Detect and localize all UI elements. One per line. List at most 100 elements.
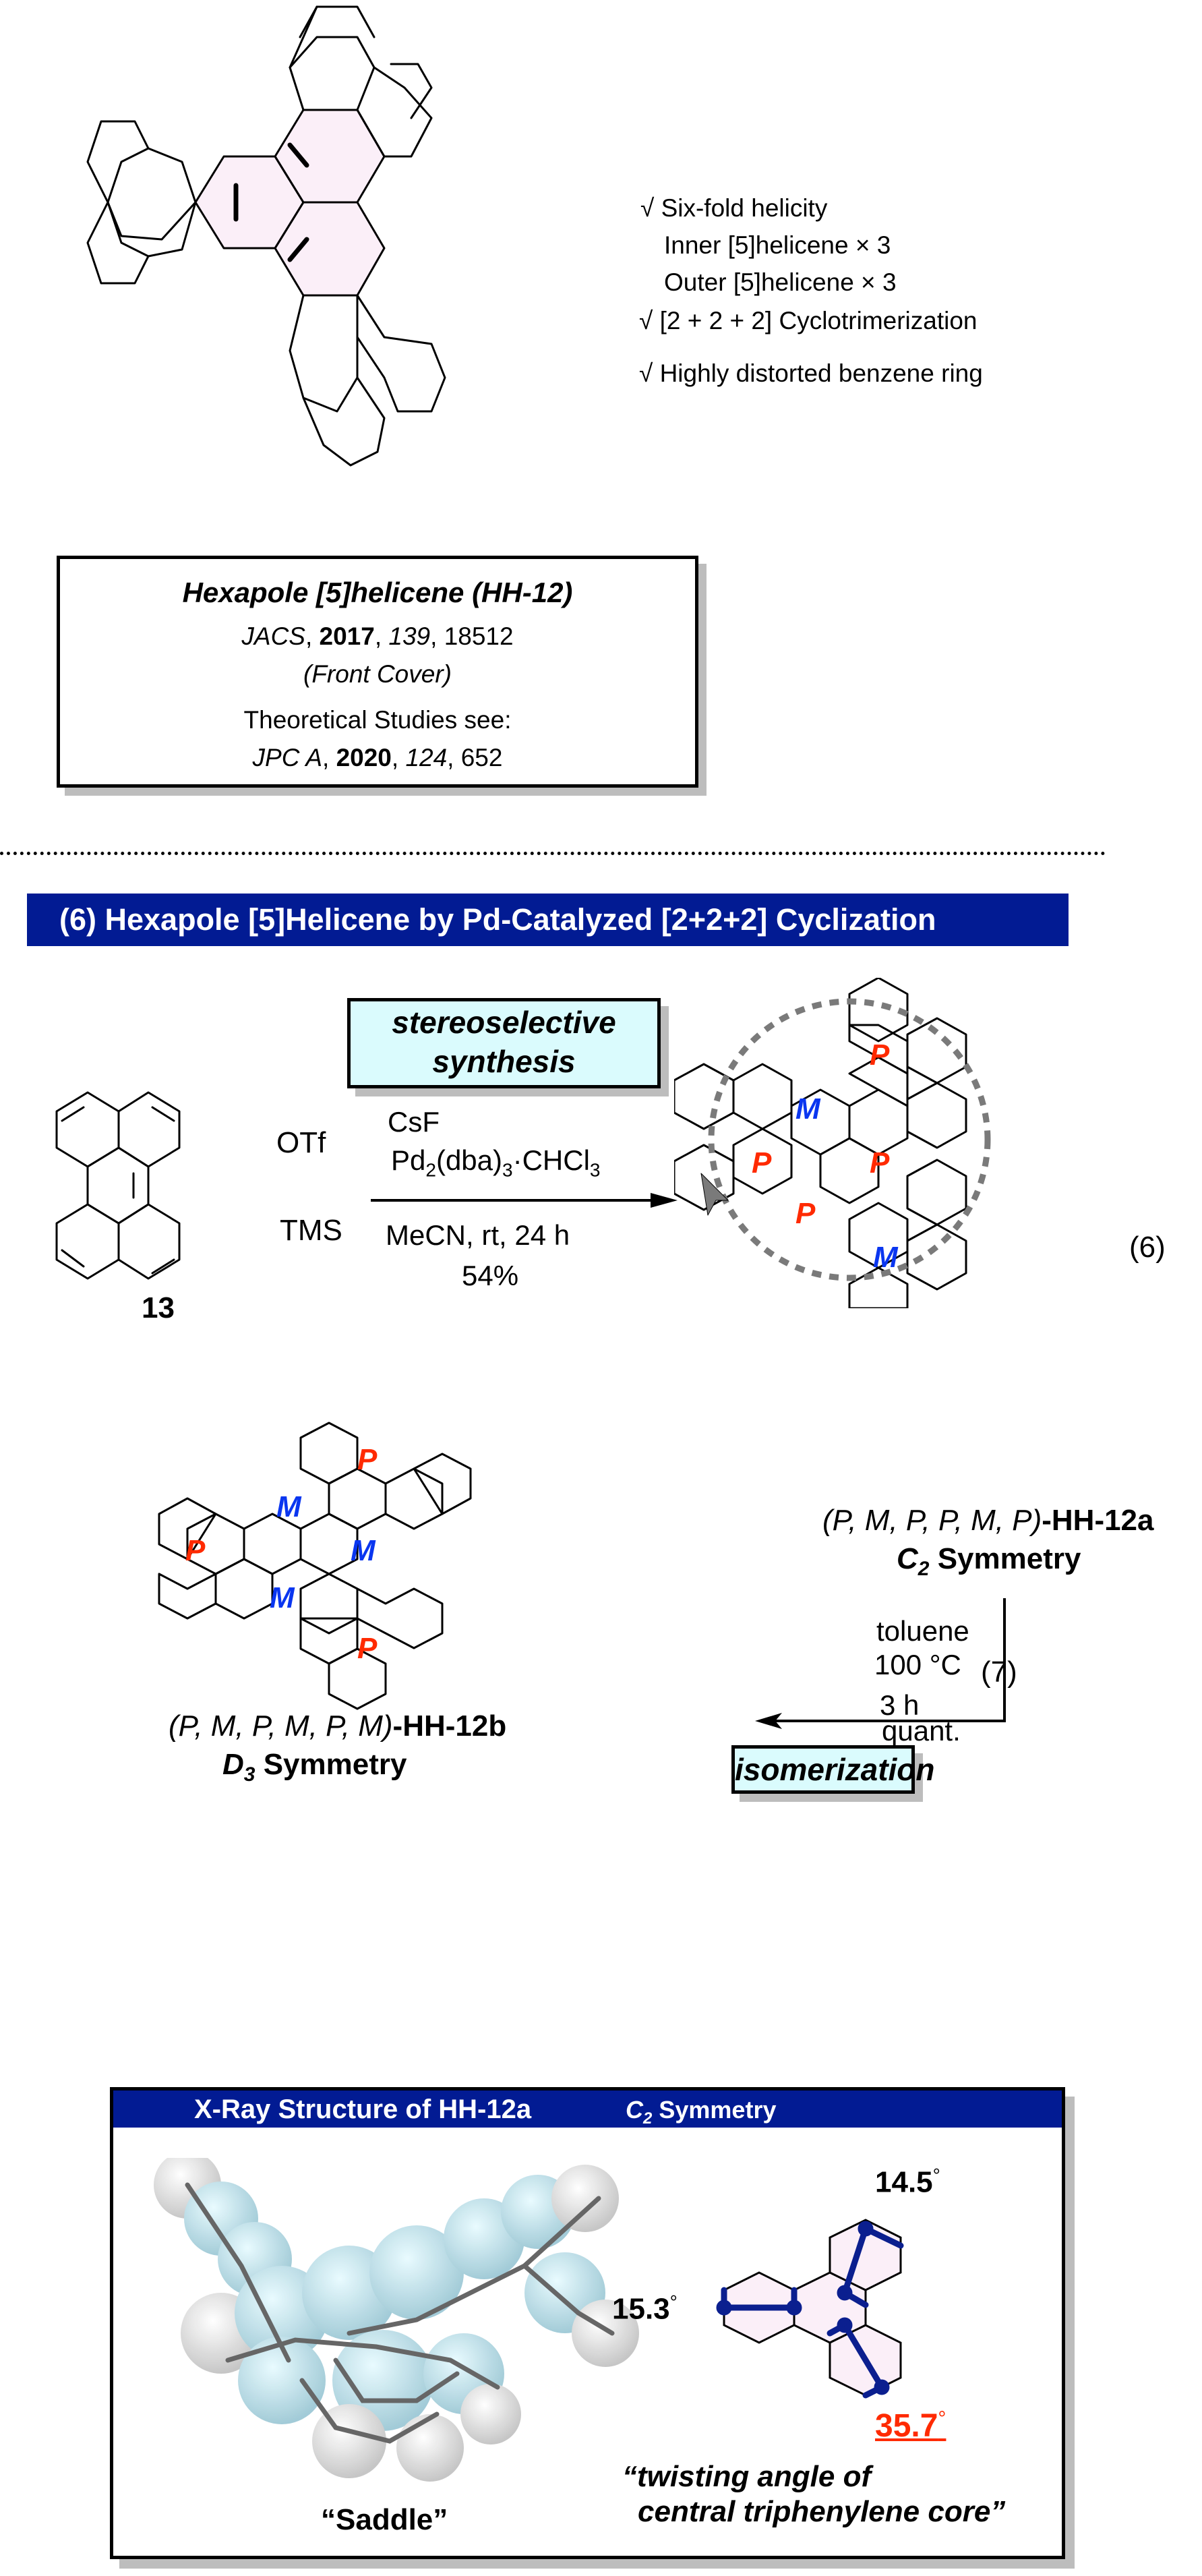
xray-header: X-Ray Structure of HH-12a C2 Symmetry [113, 2090, 1062, 2128]
degree-symbol: ° [938, 2407, 946, 2430]
angle-value: 15.3 [612, 2292, 670, 2326]
angle-value: 35.7 [875, 2408, 938, 2444]
feature-cyclotrimerization: √ [2 + 2 + 2] Cyclotrimerization [639, 307, 978, 334]
sym-sub: 3 [243, 1763, 256, 1786]
equation-number-7: (7) [981, 1656, 1017, 1689]
isomerization-label: isomerization [735, 1752, 935, 1787]
reagent-dba: (dba) [435, 1144, 503, 1176]
sym-letter: C [626, 2096, 643, 2124]
jpca-citation: JPC A, 2020, 124, 652 [252, 744, 503, 771]
hh12b-label: -HH-12b [392, 1709, 507, 1743]
saddle-label: “Saddle” [321, 2503, 448, 2536]
hh12b-helicity-label: M [351, 1534, 375, 1567]
isomerization-tag: isomerization [731, 1745, 935, 1794]
feature-inner-helicene: Inner [5]helicene × 3 [664, 231, 891, 259]
section-divider [0, 852, 1106, 855]
degree-symbol: ° [669, 2291, 678, 2312]
feature-distorted-benzene: √ Highly distorted benzene ring [639, 359, 983, 387]
isomerization-solvent: toluene [876, 1615, 969, 1647]
jacs-year: 2017 [319, 622, 375, 650]
hh12a-helicity-label: M [873, 1241, 898, 1274]
jpca-journal: JPC A [252, 744, 322, 771]
hh12a-symmetry: C2 Symmetry [897, 1542, 1081, 1581]
hh12a-label: -HH-12a [1042, 1504, 1154, 1537]
hh12a-helicity-label: P [870, 1146, 890, 1179]
sub: 2 [425, 1159, 436, 1181]
atom-spheres [154, 2158, 639, 2482]
tms-substituent: TMS [280, 1214, 342, 1247]
hh12b-symmetry: D3 Symmetry [222, 1748, 407, 1786]
isomerization-temperature: 100 °C [874, 1649, 961, 1680]
jpca-year: 2020 [336, 744, 392, 771]
jacs-citation: JACS, 2017, 139, 18512 [241, 622, 514, 650]
twist-caption-line-1: “twisting angle of [622, 2460, 872, 2493]
tag-line-2: synthesis [432, 1044, 576, 1079]
stereoselective-synthesis-tag: stereoselective synthesis [347, 998, 661, 1088]
hh12b-helicity-label: P [357, 1632, 378, 1665]
xray-panel: X-Ray Structure of HH-12a C2 Symmetry [110, 2087, 1065, 2559]
hh12a-name: (P, M, P, P, M, P)-HH-12a [822, 1504, 1154, 1538]
sym-sub: 2 [918, 1557, 930, 1580]
xray-title: X-Ray Structure of HH-12a [194, 2095, 532, 2124]
angle-value: 14.5 [875, 2165, 933, 2199]
hh12b-helicity-label: M [276, 1490, 301, 1523]
xray-symmetry: C2 Symmetry [626, 2096, 776, 2128]
equation-number-6: (6) [1129, 1231, 1166, 1264]
hh12a-helicity-label: M [795, 1092, 820, 1125]
jacs-journal: JACS [241, 622, 305, 650]
hh12b-helicity-label: P [357, 1443, 378, 1476]
sub: 3 [502, 1159, 513, 1181]
twist-angle-left: 15.3° [612, 2291, 678, 2326]
feature-outer-helicene: Outer [5]helicene × 3 [664, 268, 897, 296]
reagent-csf: CsF [388, 1106, 440, 1138]
reaction-yield: 54% [462, 1260, 519, 1291]
compound-13-drawing [55, 1091, 181, 1280]
hh12b-helicity-label: M [270, 1581, 295, 1614]
twist-angle-diagram [716, 2219, 904, 2399]
hh12-structure-drawing [86, 5, 446, 467]
reagent-pd-catalyst: Pd2(dba)3·CHCl3 [391, 1144, 600, 1181]
theoretical-studies-label: Theoretical Studies see: [243, 706, 512, 734]
jpca-page: 652 [460, 744, 503, 771]
sym-word: Symmetry [929, 1542, 1081, 1575]
reagent-pd: Pd [391, 1144, 426, 1176]
degree-symbol: ° [932, 2165, 940, 2186]
reaction-arrow-6 [371, 1193, 678, 1208]
hh12-red-bonds [233, 142, 309, 262]
jpca-volume: 124 [405, 744, 448, 771]
twist-angle-top: 14.5° [875, 2165, 940, 2200]
jacs-page: 18512 [444, 622, 514, 650]
sym-word: Symmetry [255, 1748, 407, 1781]
reference-title: Hexapole [5]helicene (HH-12) [182, 577, 573, 608]
reaction-conditions: MeCN, rt, 24 h [386, 1219, 570, 1251]
jacs-volume: 139 [388, 622, 431, 650]
hh12a-helicity-label: P [795, 1197, 816, 1230]
section-title: (6) Hexapole [5]Helicene by Pd-Catalyzed… [59, 902, 936, 937]
hh12a-structure-drawing [674, 978, 991, 1308]
otf-substituent: OTf [276, 1126, 326, 1159]
sym-letter: C [897, 1542, 918, 1575]
stick-frame [185, 2182, 615, 2444]
hh12b-structure-drawing [158, 1422, 472, 1710]
hh12a-helicity-label: P [870, 1038, 890, 1072]
sym-word: Symmetry [659, 2096, 777, 2124]
sub: 3 [589, 1159, 601, 1181]
hh12b-helicity-label: P [185, 1534, 206, 1567]
hh12a-helicity-label: P [752, 1146, 772, 1179]
section-banner: (6) Hexapole [5]Helicene by Pd-Catalyzed… [27, 894, 1069, 946]
sym-letter: D [222, 1748, 244, 1781]
reaction-arrow-7 [755, 1598, 1006, 1729]
compound-13-label: 13 [142, 1291, 175, 1324]
reagent-chcl: ·CHCl [512, 1144, 590, 1176]
hh12b-descriptor: (P, M, P, M, P, M) [169, 1709, 393, 1743]
isomerization-time: 3 h [880, 1689, 920, 1721]
isomerization-yield: quant. [882, 1715, 961, 1747]
twist-angle-bottom: 35.7° [875, 2407, 946, 2445]
hh12a-descriptor: (P, M, P, P, M, P) [822, 1504, 1042, 1537]
tag-line-1: stereoselective [392, 1005, 616, 1040]
front-cover-note: (Front Cover) [303, 660, 452, 688]
hh12-bonds [86, 5, 446, 467]
twist-caption-line-2: central triphenylene core” [638, 2495, 1006, 2528]
sym-sub: 2 [643, 2109, 653, 2128]
hh12b-name: (P, M, P, M, P, M)-HH-12b [169, 1709, 506, 1743]
